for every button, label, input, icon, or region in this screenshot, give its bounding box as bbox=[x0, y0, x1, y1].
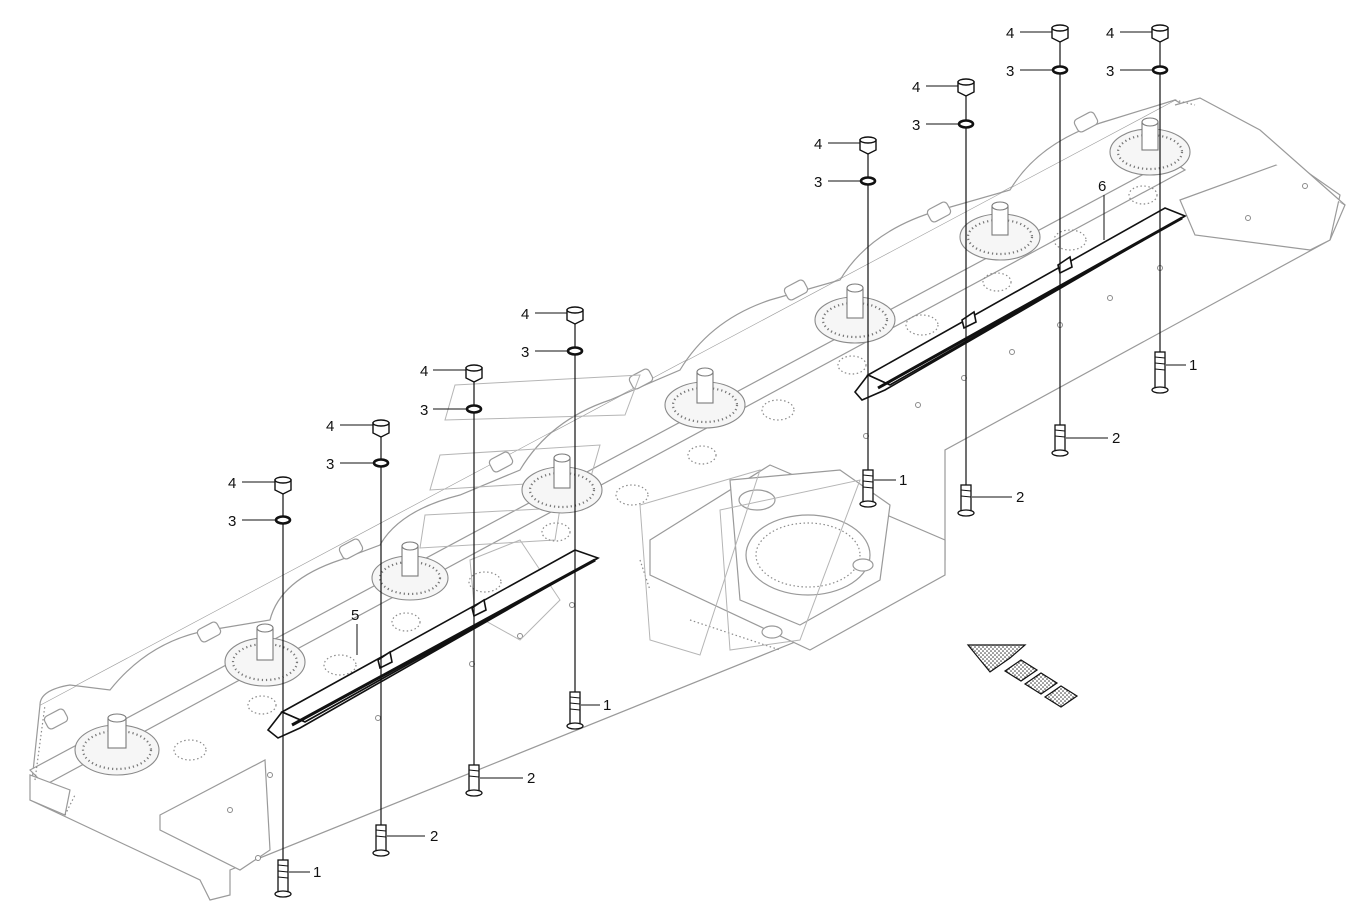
nut-icon bbox=[1151, 24, 1169, 43]
washer-icon bbox=[859, 176, 877, 186]
nut-icon bbox=[372, 419, 390, 438]
disc-hub bbox=[664, 367, 795, 465]
callout-6: 6 bbox=[1098, 178, 1106, 195]
assembly-axes bbox=[282, 40, 1161, 860]
callout-3: 3 bbox=[912, 117, 920, 134]
washer-icon bbox=[465, 404, 483, 414]
disc-hub bbox=[371, 541, 502, 632]
short-bolt-icon bbox=[372, 824, 390, 857]
callout-1: 1 bbox=[1189, 357, 1197, 374]
callout-2: 2 bbox=[430, 828, 438, 845]
long-bolt-icon bbox=[859, 469, 877, 508]
callout-3: 3 bbox=[326, 456, 334, 473]
nut-icon bbox=[566, 306, 584, 325]
callout-3: 3 bbox=[1106, 63, 1114, 80]
disc-hub bbox=[1109, 117, 1191, 205]
nut-icon bbox=[274, 476, 292, 495]
callout-3: 3 bbox=[814, 174, 822, 191]
nut-icon bbox=[859, 136, 877, 155]
callout-4: 4 bbox=[521, 306, 529, 323]
callout-2: 2 bbox=[527, 770, 535, 787]
disc-hubs bbox=[74, 117, 1191, 776]
disc-hub bbox=[521, 453, 649, 542]
long-bolt-icon bbox=[274, 859, 292, 898]
washer-icon bbox=[274, 515, 292, 525]
skid-bar-left bbox=[266, 549, 600, 739]
callout-4: 4 bbox=[1006, 25, 1014, 42]
nut-icon bbox=[1051, 24, 1069, 43]
callout-2: 2 bbox=[1112, 430, 1120, 447]
disc-hub bbox=[74, 713, 207, 776]
callout-labels: 4 4 4 4 4 4 4 4 3 3 3 3 3 3 3 3 1 1 1 1 … bbox=[228, 25, 1197, 881]
callout-3: 3 bbox=[521, 344, 529, 361]
callout-5: 5 bbox=[351, 607, 359, 624]
washer-icon bbox=[1151, 65, 1169, 75]
washer-icon bbox=[566, 346, 584, 356]
short-bolt-icon bbox=[1051, 424, 1069, 457]
washer-icon bbox=[1051, 65, 1069, 75]
callout-3: 3 bbox=[420, 402, 428, 419]
travel-direction-arrow-icon bbox=[966, 644, 1079, 708]
callout-3: 3 bbox=[228, 513, 236, 530]
disc-hub bbox=[224, 623, 357, 715]
leader-lines bbox=[242, 31, 1186, 873]
long-bolt-icon bbox=[1151, 351, 1169, 394]
callout-1: 1 bbox=[899, 472, 907, 489]
callout-4: 4 bbox=[814, 136, 822, 153]
short-bolt-icon bbox=[465, 764, 483, 797]
callout-4: 4 bbox=[912, 79, 920, 96]
callout-2: 2 bbox=[1016, 489, 1024, 506]
callout-4: 4 bbox=[326, 418, 334, 435]
short-bolts bbox=[372, 424, 1069, 857]
short-bolt-icon bbox=[957, 484, 975, 517]
callout-4: 4 bbox=[228, 475, 236, 492]
callout-1: 1 bbox=[603, 697, 611, 714]
callout-3: 3 bbox=[1006, 63, 1014, 80]
callout-1: 1 bbox=[313, 864, 321, 881]
callout-4: 4 bbox=[420, 363, 428, 380]
callout-4: 4 bbox=[1106, 25, 1114, 42]
nut-icon bbox=[465, 364, 483, 383]
long-bolt-icon bbox=[566, 691, 584, 730]
long-bolts bbox=[274, 351, 1169, 898]
washer-icon bbox=[372, 458, 390, 468]
disc-hub bbox=[959, 201, 1087, 292]
disc-hub bbox=[814, 283, 939, 375]
nuts bbox=[274, 24, 1169, 495]
nut-icon bbox=[957, 78, 975, 97]
washer-icon bbox=[957, 119, 975, 129]
